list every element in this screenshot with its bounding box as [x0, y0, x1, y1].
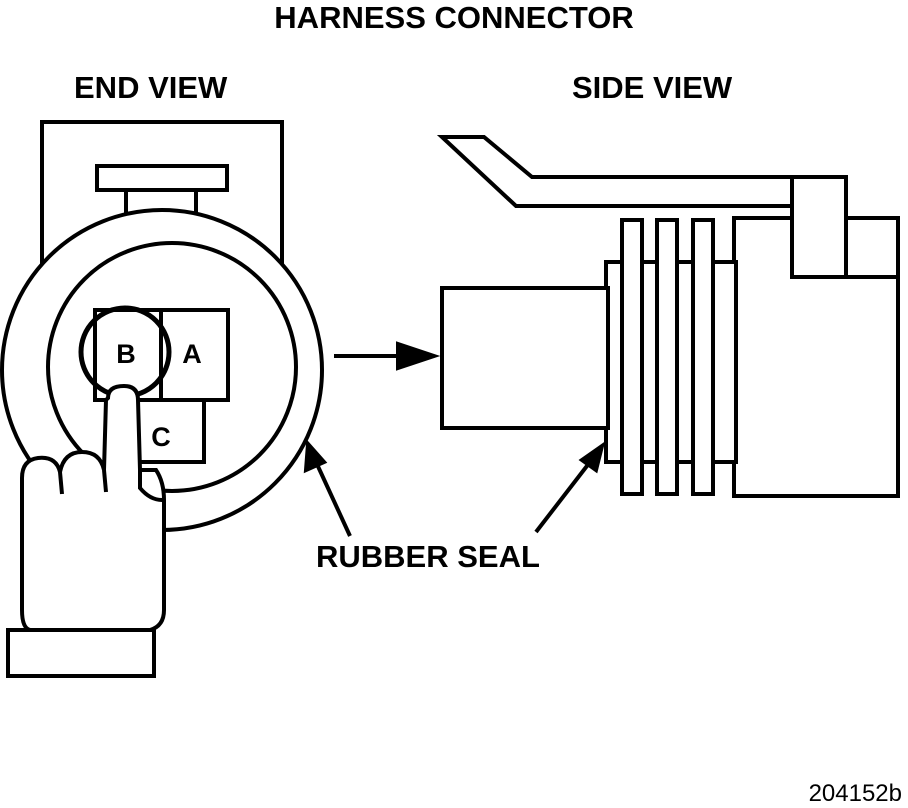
pin-c-label: C [151, 422, 171, 452]
diagram-title: HARNESS CONNECTOR [274, 0, 634, 35]
right-arrow-icon [334, 341, 441, 371]
end-view-label: END VIEW [74, 70, 228, 105]
end-view-connector [0, 120, 324, 532]
rubber-seal-label: RUBBER SEAL [316, 539, 540, 574]
pin-b-label: B [116, 339, 136, 369]
pointing-hand-icon [6, 383, 166, 678]
side-view-label: SIDE VIEW [572, 70, 733, 105]
rubber-seal-leaders [303, 439, 606, 537]
side-view-connector [436, 135, 900, 498]
pin-a-label: A [182, 339, 202, 369]
figure-code: 204152b [808, 780, 902, 807]
